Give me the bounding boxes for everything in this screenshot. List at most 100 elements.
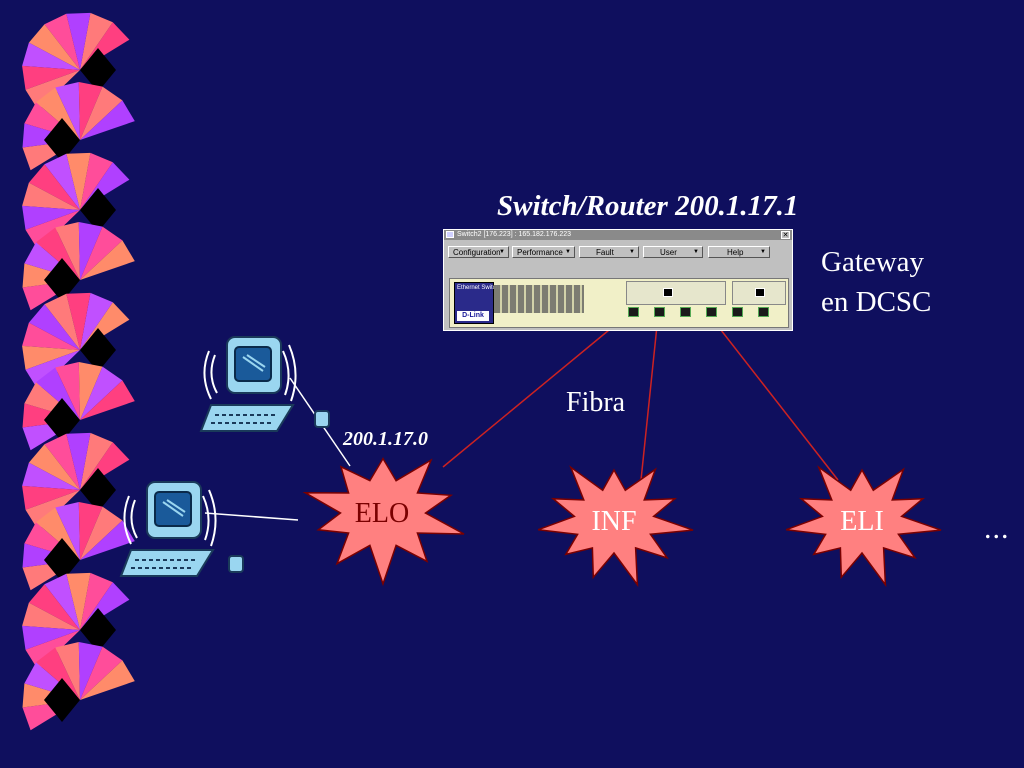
fan-segment bbox=[28, 584, 80, 630]
fan-segment bbox=[66, 292, 91, 350]
fan-segment bbox=[28, 164, 80, 210]
fan-segment bbox=[80, 100, 135, 140]
fan-segment bbox=[66, 432, 91, 490]
fan-segment bbox=[44, 13, 80, 70]
fan-diamond bbox=[80, 328, 116, 372]
fan-segment bbox=[44, 293, 80, 350]
chevron-down-icon: ▼ bbox=[693, 249, 699, 255]
fibra-link-elo bbox=[442, 315, 627, 468]
node-label-elo: ELO bbox=[354, 498, 410, 529]
chevron-down-icon: ▼ bbox=[760, 249, 766, 255]
fibra-link-inf bbox=[640, 315, 659, 481]
fan-segment bbox=[78, 502, 103, 560]
fan-segment bbox=[22, 42, 81, 70]
close-icon[interactable]: ✕ bbox=[781, 231, 790, 239]
fan-segment bbox=[22, 322, 81, 350]
more-nodes-ellipsis: ... bbox=[984, 512, 1010, 545]
fan-segment bbox=[22, 602, 81, 630]
fan-segment bbox=[22, 625, 81, 650]
fibra-link-eli bbox=[709, 315, 839, 481]
fan-segment bbox=[22, 182, 81, 210]
switch-window: Switch2 [176.223] : 165.182.176.223 ✕ Co… bbox=[443, 229, 793, 331]
device-badge: Ethernet Switch D-Link bbox=[454, 282, 499, 324]
port-module-1 bbox=[626, 281, 726, 305]
fan-segment bbox=[66, 12, 91, 70]
gateway-label-line1: Gateway bbox=[821, 246, 925, 278]
computer-icon bbox=[199, 336, 330, 432]
port-icon[interactable] bbox=[706, 307, 717, 317]
fan-segment bbox=[80, 12, 113, 70]
fan-diamond bbox=[80, 48, 116, 92]
fan-diamond bbox=[44, 538, 80, 582]
fan-segment bbox=[80, 660, 135, 700]
fan-segment bbox=[28, 24, 80, 70]
fan-segment bbox=[80, 380, 135, 420]
fan-segment bbox=[22, 345, 81, 370]
node-label-inf: INF bbox=[591, 506, 637, 537]
menu-user[interactable]: User▼ bbox=[643, 246, 703, 258]
fan-segment bbox=[22, 65, 81, 90]
fan-segment bbox=[80, 520, 135, 560]
fan-segment bbox=[78, 642, 103, 700]
fan-segment bbox=[66, 152, 91, 210]
fan-diamond bbox=[80, 468, 116, 512]
fan-segment bbox=[22, 462, 81, 490]
fan-segment bbox=[78, 222, 103, 280]
fan-segment bbox=[55, 222, 80, 280]
port-icon[interactable] bbox=[755, 288, 765, 297]
fan-segment bbox=[80, 506, 123, 560]
fan-diamond bbox=[44, 118, 80, 162]
port-module-2 bbox=[732, 281, 786, 305]
fan-diamond bbox=[44, 678, 80, 722]
fan-segment bbox=[55, 362, 80, 420]
fan-segment bbox=[80, 152, 113, 210]
switch-window-title: Switch2 [176.223] : 165.182.176.223 bbox=[457, 231, 572, 238]
menu-help[interactable]: Help▼ bbox=[708, 246, 770, 258]
decorative-fan-ribbon bbox=[22, 12, 135, 731]
chevron-down-icon: ▼ bbox=[629, 249, 635, 255]
fan-segment bbox=[44, 573, 80, 630]
node-label-eli: ELI bbox=[840, 506, 884, 537]
fan-segment bbox=[80, 292, 113, 350]
fan-segment bbox=[80, 572, 113, 630]
menu-configuration[interactable]: Configuration▼ bbox=[448, 246, 509, 258]
fan-segment bbox=[80, 226, 123, 280]
menu-fault[interactable]: Fault▼ bbox=[579, 246, 639, 258]
fan-segment bbox=[78, 362, 103, 420]
fan-segment bbox=[66, 572, 91, 630]
fan-segment bbox=[80, 646, 123, 700]
computer-icon bbox=[119, 481, 244, 577]
fan-segment bbox=[78, 82, 103, 140]
fan-diamond bbox=[80, 608, 116, 652]
node-burst-elo bbox=[302, 457, 465, 587]
port-icon[interactable] bbox=[758, 307, 769, 317]
fan-segment bbox=[22, 485, 81, 510]
brand-logo: D-Link bbox=[457, 311, 489, 321]
port-icon[interactable] bbox=[628, 307, 639, 317]
fan-segment bbox=[55, 502, 80, 560]
chevron-down-icon: ▼ bbox=[499, 249, 505, 255]
gateway-label-line2: en DCSC bbox=[821, 286, 932, 318]
port-icon[interactable] bbox=[680, 307, 691, 317]
fan-segment bbox=[55, 642, 80, 700]
fan-segment bbox=[80, 432, 113, 490]
node-burst-eli bbox=[785, 465, 942, 588]
fan-diamond bbox=[44, 398, 80, 442]
fan-segment bbox=[80, 86, 123, 140]
fan-segment bbox=[44, 433, 80, 490]
menu-performance[interactable]: Performance▼ bbox=[512, 246, 575, 258]
fan-diamond bbox=[44, 258, 80, 302]
port-icon[interactable] bbox=[663, 288, 673, 297]
gateway-label: Gateway en DCSC bbox=[821, 242, 931, 322]
port-icon[interactable] bbox=[654, 307, 665, 317]
fan-segment bbox=[80, 366, 123, 420]
window-app-icon bbox=[446, 231, 454, 238]
switch-window-titlebar: Switch2 [176.223] : 165.182.176.223 ✕ bbox=[444, 230, 792, 240]
diagram-title: Switch/Router 200.1.17.1 bbox=[497, 190, 799, 222]
port-icon[interactable] bbox=[732, 307, 743, 317]
fan-segment bbox=[28, 304, 80, 350]
device-name: Ethernet Switch bbox=[457, 285, 500, 291]
switch-front-panel: Ethernet Switch D-Link bbox=[449, 278, 789, 328]
fan-segment bbox=[55, 82, 80, 140]
